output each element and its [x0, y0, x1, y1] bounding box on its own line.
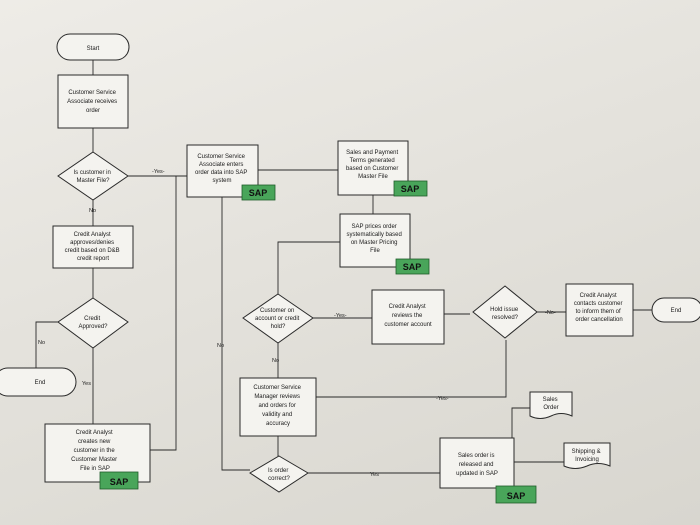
is-customer-decision: Is customer in Master File? [57, 151, 129, 201]
label-no-iscustomer: No [89, 208, 96, 214]
label-no-hold: No [272, 358, 279, 364]
manager-reviews-box: Customer Service Manager reviews and ord… [239, 377, 317, 437]
create-customer-box: Credit Analyst creates new customer in t… [44, 423, 151, 490]
analyst-reviews-text: Credit Analyst reviews the customer acco… [384, 304, 432, 328]
connectors [35, 60, 652, 474]
create-customer-text: Credit Analyst creates new customer in t… [71, 430, 119, 472]
label-yes-iscustomer: -Yes- [152, 169, 165, 175]
sales-order-document: Sales Order [529, 391, 573, 419]
enter-order-box: Customer Service Associate enters order … [186, 144, 276, 201]
order-released-text: Sales order is released and updated in S… [456, 453, 498, 477]
edge-release-salesorder [511, 407, 530, 448]
edge-sapprices-hold [277, 241, 340, 294]
end-terminal-right: End [651, 297, 700, 323]
manager-reviews-text: Customer Service Manager reviews and ord… [253, 385, 302, 427]
edge-resolved-yes-manager [316, 340, 507, 398]
edge-enter-down-to-correct [221, 197, 250, 471]
order-correct-text: Is order correct? [268, 468, 291, 482]
credit-approve-box: Credit Analyst approves/denies credit ba… [52, 225, 134, 269]
is-customer-text: Is customer in Master File? [73, 170, 112, 184]
analyst-reviews-box: Credit Analyst reviews the customer acco… [371, 289, 445, 345]
credit-approve-text: Credit Analyst approves/denies credit ba… [65, 232, 122, 262]
sap-prices-text: SAP prices order systematically based on… [346, 224, 403, 254]
sales-order-text: Sales Order [543, 397, 560, 411]
receive-order-box: Customer Service Associate receives orde… [57, 74, 129, 129]
shipping-invoicing-text: Shipping & Invoicing [572, 449, 603, 463]
label-yes-correct: Yes [370, 472, 379, 478]
sap-tag-order-released [495, 485, 537, 504]
credit-approved-text: Credit Approved? [78, 316, 108, 330]
label-no-approved: No [38, 340, 45, 346]
edge-approved-no-end [35, 321, 58, 368]
edge-create-up-to-enter [150, 176, 177, 451]
label-no-enter: No [217, 343, 224, 349]
label-yes-resolved: -Yes- [436, 396, 449, 402]
end-right-label: End [671, 308, 682, 314]
shipping-invoicing-document: Shipping & Invoicing [563, 442, 611, 469]
hold-resolved-decision: Hold issue resolved? [472, 285, 538, 339]
sap-prices-box: SAP prices order systematically based on… [339, 213, 430, 275]
payment-terms-box: Sales and Payment Terms generated based … [337, 140, 428, 197]
sap-tag-payment-terms [393, 180, 428, 197]
order-correct-decision: Is order correct? [249, 455, 309, 493]
end-left-label: End [35, 380, 46, 386]
credit-approved-decision: Credit Approved? [57, 297, 129, 349]
label-yes-hold: -Yes- [334, 313, 347, 319]
label-yes-approved: Yes [82, 381, 91, 387]
hold-resolved-text: Hold issue resolved? [490, 307, 520, 321]
sap-tag-label: SAP [403, 262, 422, 272]
enter-order-text: Customer Service Associate enters order … [195, 154, 249, 184]
end-terminal-left: End [0, 367, 77, 397]
customer-hold-text: Customer on account or credit hold? [255, 308, 301, 330]
start-terminal: Start [56, 33, 130, 61]
edge-labels: -Yes- No No Yes No -Yes- No -No- -Yes- Y… [38, 169, 556, 478]
label-no-resolved: -No- [545, 310, 556, 316]
contacts-customer-text: Credit Analyst contacts customer to info… [574, 293, 624, 323]
sap-tag-label: SAP [249, 188, 268, 198]
customer-hold-decision: Customer on account or credit hold? [242, 293, 314, 344]
sap-tag-label: SAP [401, 184, 420, 194]
sap-tag-create-customer [99, 471, 139, 490]
receive-order-text: Customer Service Associate receives orde… [67, 90, 119, 114]
order-released-box: Sales order is released and updated in S… [439, 437, 537, 504]
payment-terms-text: Sales and Payment Terms generated based … [346, 150, 400, 180]
sap-tag-sap-prices [395, 258, 430, 275]
start-label: Start [87, 46, 100, 52]
sap-tag-label: SAP [507, 491, 526, 501]
contacts-customer-box: Credit Analyst contacts customer to info… [565, 283, 634, 337]
sap-tag-label: SAP [110, 477, 129, 487]
sap-tag-enter-order [241, 184, 276, 201]
